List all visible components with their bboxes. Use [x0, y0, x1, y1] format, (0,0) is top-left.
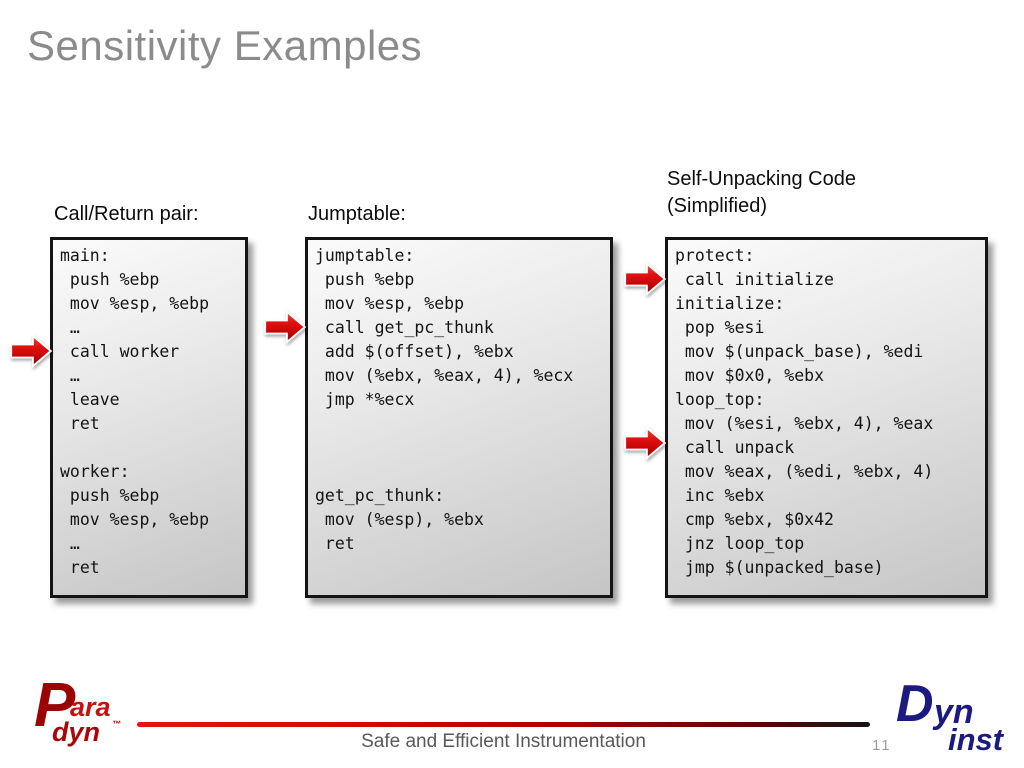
- code-box-self-unpacking: protect: call initialize initialize: pop…: [665, 237, 988, 598]
- dyninst-logo-yn: yn: [934, 693, 974, 731]
- footer-divider: [137, 722, 870, 727]
- paradyn-logo-p: P: [34, 671, 76, 740]
- red-arrow-icon-call-unpack: [624, 426, 666, 460]
- page-number: 11: [872, 737, 892, 754]
- paradyn-logo-ara: ara: [70, 692, 111, 722]
- footer-caption: Safe and Efficient Instrumentation: [361, 731, 646, 752]
- red-arrow-icon-call-worker: [10, 334, 52, 368]
- paradyn-logo-dyn: dyn: [52, 717, 101, 747]
- dyninst-logo-inst: inst: [948, 722, 1004, 757]
- code-text-call-return: main: push %ebp mov %esp, %ebp … call wo…: [60, 246, 210, 577]
- red-arrow-icon-call-initialize: [624, 262, 666, 296]
- panel-label-self-unpacking: Self-Unpacking Code (Simplified): [667, 168, 856, 217]
- paradyn-logo: P ara dyn ™: [24, 671, 136, 766]
- dyninst-logo: D yn inst: [896, 675, 1020, 764]
- panel-label-jumptable: Jumptable:: [308, 203, 406, 225]
- code-box-jumptable: jumptable: push %ebp mov %esp, %ebp call…: [305, 237, 613, 598]
- slide-title: Sensitivity Examples: [27, 22, 423, 69]
- paradyn-logo-tm: ™: [112, 719, 121, 729]
- code-text-self-unpacking: protect: call initialize initialize: pop…: [675, 246, 934, 577]
- panel-label-call-return: Call/Return pair:: [54, 203, 199, 225]
- code-box-call-return: main: push %ebp mov %esp, %ebp … call wo…: [50, 237, 248, 598]
- code-text-jumptable: jumptable: push %ebp mov %esp, %ebp call…: [315, 246, 574, 553]
- red-arrow-icon-call-get-pc-thunk: [264, 310, 306, 344]
- dyninst-logo-d: D: [896, 675, 934, 733]
